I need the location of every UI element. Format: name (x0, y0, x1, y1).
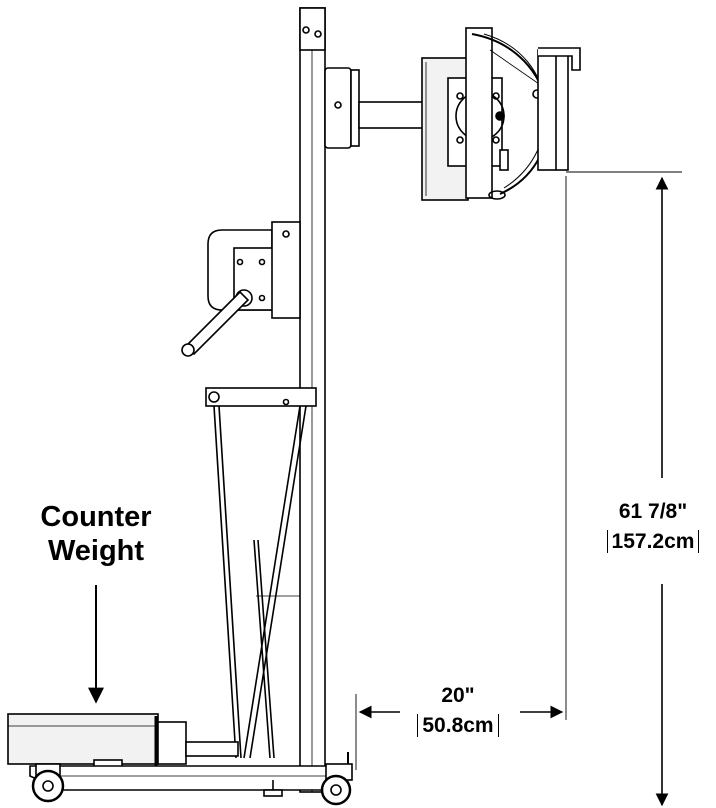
cross-arm (205, 387, 317, 407)
hook-bracket (537, 47, 581, 171)
height-dimension-label: 61 7/8" 157.2cm (593, 500, 713, 554)
counter-weight-box (7, 713, 239, 790)
caster-front (320, 752, 353, 806)
counter-weight-label: Counter Weight (26, 500, 166, 568)
counter-weight-label-line1: Counter (40, 501, 152, 533)
reach-imperial: 20" (441, 684, 475, 707)
carriage-plate (324, 67, 360, 149)
winch (181, 221, 301, 357)
reach-dimension (355, 176, 567, 770)
reach-dimension-label: 20" 50.8cm (398, 684, 518, 738)
counter-weight-label-line2: Weight (47, 535, 145, 567)
height-metric: 157.2cm (606, 530, 700, 553)
height-dimension (566, 171, 682, 807)
caster-rear (31, 763, 65, 803)
leg-braces (213, 405, 307, 759)
reach-metric: 50.8cm (417, 714, 499, 737)
height-imperial: 61 7/8" (618, 500, 688, 523)
